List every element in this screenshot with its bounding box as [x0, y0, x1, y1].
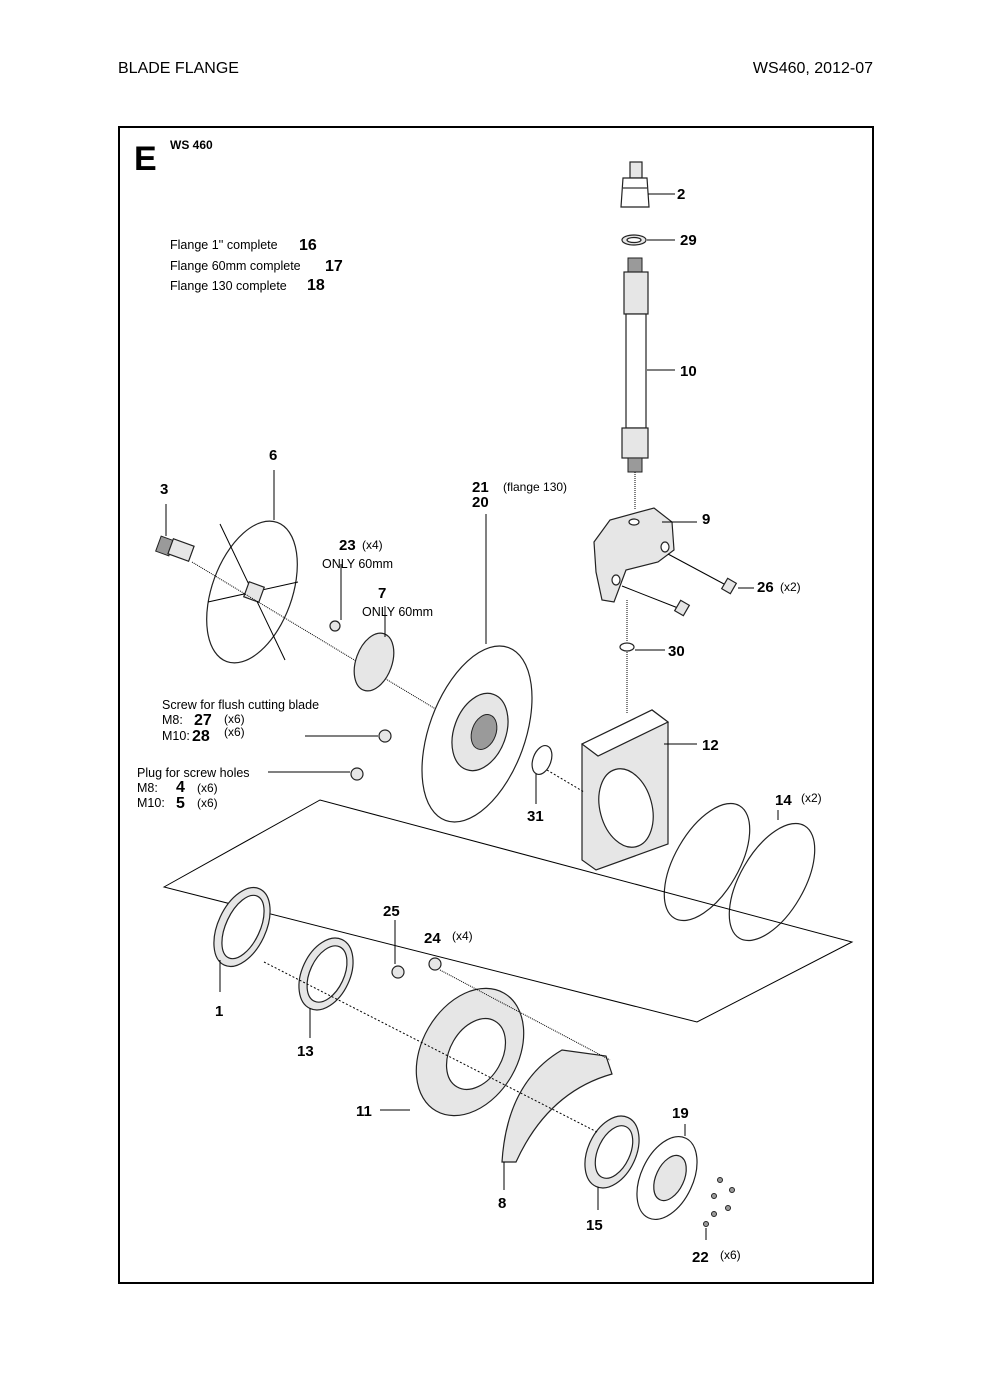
callout-23: 23 [339, 537, 356, 554]
callout-24-qty: (x4) [452, 929, 473, 943]
only-60mm-23: ONLY 60mm [322, 557, 393, 571]
callout-3: 3 [160, 481, 168, 498]
callout-7: 7 [378, 585, 386, 602]
screw-m10-qty: (x6) [224, 725, 245, 739]
note-flange-60: Flange 60mm complete [170, 259, 301, 273]
callout-24: 24 [424, 930, 441, 947]
model-label: WS 460 [170, 138, 213, 152]
screw-m8-qty: (x6) [224, 712, 245, 726]
screw-m8: M8: [162, 713, 183, 727]
part-1-ring [213, 887, 271, 992]
screw-m10: M10: [162, 729, 190, 743]
part-3-bolt [155, 504, 483, 738]
callout-31: 31 [527, 808, 544, 825]
part-24-screws [428, 957, 442, 971]
part-30-ring [619, 642, 665, 714]
callout-10: 10 [680, 363, 697, 380]
note-flange-130-num: 18 [307, 277, 325, 294]
callout-30: 30 [668, 643, 685, 660]
part-31-o-ring [531, 744, 553, 804]
callout-23-qty: (x4) [362, 538, 383, 552]
callout-26: 26 [757, 579, 774, 596]
part-25-screw [391, 920, 405, 979]
flange-complete-notes: Flange 1'' complete 16 Flange 60mm compl… [170, 237, 343, 294]
callout-20: 20 [472, 494, 489, 511]
screw-axis [439, 969, 611, 1061]
plug-m8: M8: [137, 781, 158, 795]
part-14-o-rings [663, 802, 816, 942]
callout-15: 15 [586, 1217, 603, 1234]
callout-2: 2 [677, 186, 685, 203]
callout-14: 14 [775, 792, 792, 809]
note-flange-60-num: 17 [325, 258, 343, 275]
screw-m8-num: 27 [194, 712, 212, 729]
plug-m10-num: 5 [176, 795, 185, 812]
callout-22: 22 [692, 1249, 709, 1266]
part-19-disc [636, 1124, 698, 1220]
part-23-screws [329, 564, 342, 632]
plug-m8-num: 4 [176, 779, 185, 796]
header-title: BLADE FLANGE [118, 60, 239, 77]
flange-130-note: (flange 130) [503, 480, 567, 494]
callout-26-qty: (x2) [780, 580, 801, 594]
part-29-washer [621, 234, 675, 246]
part-11-cover [380, 987, 525, 1117]
header-model-date: WS460, 2012-07 [752, 60, 873, 77]
callout-22-qty: (x6) [720, 1248, 741, 1262]
part-10-shaft [621, 257, 675, 510]
callout-14-qty: (x2) [801, 791, 822, 805]
diagram-frame: E WS 460 Flange 1'' complete 16 Flange 6… [118, 126, 874, 1284]
part-26-screws [621, 553, 754, 617]
part-2-fitting [620, 161, 675, 208]
callout-12: 12 [702, 737, 719, 754]
callout-1: 1 [215, 1003, 223, 1020]
callout-11: 11 [356, 1103, 372, 1120]
note-flange-130: Flange 130 complete [170, 279, 287, 293]
exploded-parts-diagram: E WS 460 Flange 1'' complete 16 Flange 6… [134, 138, 854, 1266]
plug-m10-qty: (x6) [197, 796, 218, 810]
only-60mm-7: ONLY 60mm [362, 605, 433, 619]
callout-8: 8 [498, 1195, 506, 1212]
callout-13: 13 [297, 1043, 314, 1060]
callout-25: 25 [383, 903, 400, 920]
plug-note: Plug for screw holes M8: 4 (x6) M10: 5 (… [137, 766, 250, 812]
screw-m10-num: 28 [192, 728, 210, 745]
callout-21: 21 [472, 479, 489, 496]
part-13-ring [298, 937, 354, 1038]
section-letter: E [134, 140, 157, 178]
plug-title: Plug for screw holes [137, 766, 250, 780]
callout-6: 6 [269, 447, 277, 464]
part-9-bracket [593, 507, 697, 642]
part-7-plate [353, 606, 395, 692]
part-22-screws [703, 1177, 735, 1240]
plug-m10: M10: [137, 796, 165, 810]
part-15-seal [584, 1115, 640, 1210]
screw-title: Screw for flush cutting blade [162, 698, 319, 712]
callout-9: 9 [702, 511, 710, 528]
part-8-arc [501, 1049, 613, 1190]
callout-19: 19 [672, 1105, 689, 1122]
screw-note: Screw for flush cutting blade M8: 27 (x6… [162, 698, 319, 745]
note-flange-1: Flange 1'' complete [170, 238, 278, 252]
note-flange-1-num: 16 [299, 237, 317, 254]
callout-29: 29 [680, 232, 697, 249]
part-20-main-flange [421, 514, 533, 823]
plug-m8-qty: (x6) [197, 781, 218, 795]
part-12-plate [580, 709, 697, 871]
part-6-blade-disc [206, 470, 299, 664]
assembly-axis-upper [546, 769, 585, 793]
lower-group-outline [162, 799, 854, 1023]
